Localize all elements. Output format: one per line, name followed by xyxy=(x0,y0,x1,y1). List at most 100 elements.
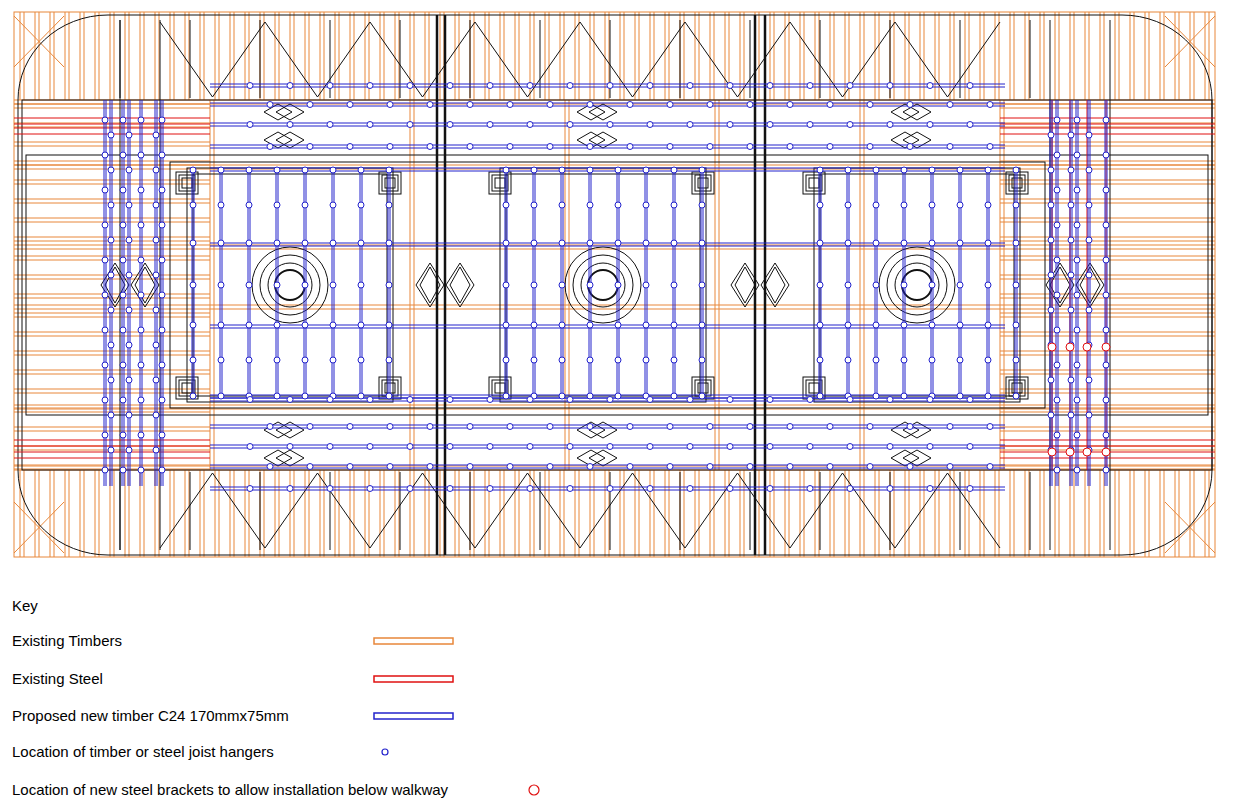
joist-hanger xyxy=(867,102,873,108)
joist-hanger xyxy=(1048,237,1054,243)
member-line xyxy=(1085,470,1086,557)
member-line xyxy=(204,12,205,100)
legend-swatch xyxy=(374,713,453,719)
existing-steel xyxy=(14,100,1215,470)
member-line xyxy=(95,470,96,557)
joist-hanger xyxy=(615,322,621,328)
joist-hanger xyxy=(330,282,336,288)
joist-hanger xyxy=(699,202,705,208)
outline xyxy=(22,100,1212,470)
joist-hanger xyxy=(274,202,280,208)
member-line xyxy=(210,103,1005,104)
joist-hanger xyxy=(327,83,333,89)
member-line xyxy=(740,470,741,557)
joist-hanger xyxy=(929,357,935,363)
ceiling-rose xyxy=(268,263,312,307)
member-line xyxy=(1030,20,1031,98)
joist-hanger xyxy=(817,357,823,363)
joist-hanger xyxy=(531,202,537,208)
member-line xyxy=(1040,12,1041,100)
member-line xyxy=(540,472,541,550)
member-line xyxy=(609,470,610,557)
joist-hanger xyxy=(467,464,473,470)
member-line xyxy=(305,470,306,557)
joist-hanger xyxy=(867,144,873,150)
legend-text: Existing Steel xyxy=(12,670,103,688)
joist-hanger xyxy=(302,357,308,363)
member-line xyxy=(579,470,580,557)
joist-hanger xyxy=(727,444,733,450)
member-line xyxy=(200,470,201,557)
member-line xyxy=(399,470,400,557)
joist-hanger xyxy=(153,447,159,453)
joist-hanger xyxy=(126,272,132,278)
joist-hanger xyxy=(707,464,713,470)
joist-hanger xyxy=(190,322,196,328)
joist-hanger xyxy=(507,144,513,150)
joist-hanger xyxy=(767,83,773,89)
member-line xyxy=(189,12,190,100)
joist-hanger xyxy=(845,240,851,246)
joist-hanger xyxy=(407,444,413,450)
joist-hanger xyxy=(747,144,753,150)
joist-hanger xyxy=(427,144,433,150)
member-line xyxy=(1145,12,1146,100)
member-line xyxy=(99,12,100,100)
joist-hanger xyxy=(687,397,693,403)
member-line xyxy=(264,470,265,557)
joist-hanger xyxy=(1054,397,1060,403)
member-line xyxy=(610,472,611,550)
joist-hanger xyxy=(531,322,537,328)
member-line xyxy=(1130,12,1131,100)
member-line xyxy=(1059,12,1060,100)
joist-hanger xyxy=(643,322,649,328)
joist-hanger xyxy=(847,444,853,450)
joist-hanger xyxy=(817,240,823,246)
member-line xyxy=(39,470,40,557)
joist-hanger xyxy=(1013,240,1019,246)
joist-hanger xyxy=(873,240,879,246)
ceiling-outline xyxy=(18,15,1212,555)
joist-hanger xyxy=(559,167,565,173)
member-line xyxy=(1104,470,1105,557)
joist-hanger xyxy=(957,240,963,246)
joist-hanger xyxy=(1048,132,1054,138)
joist-hanger xyxy=(727,122,733,128)
member-line xyxy=(935,470,936,557)
joist-hanger xyxy=(527,486,533,492)
joist-hanger xyxy=(747,424,753,430)
joist-hanger xyxy=(1074,467,1080,473)
ceiling-rose xyxy=(895,263,939,307)
joist-hanger xyxy=(647,122,653,128)
joist-hanger xyxy=(190,357,196,363)
joist-hanger xyxy=(487,444,493,450)
member-line xyxy=(1190,12,1191,100)
member-line xyxy=(190,472,191,550)
joist-hanger xyxy=(531,167,537,173)
joist-hanger xyxy=(138,432,144,438)
joist-hanger xyxy=(153,342,159,348)
joist-hanger xyxy=(647,83,653,89)
legend-text: Existing Timbers xyxy=(12,632,122,650)
joist-hanger xyxy=(407,486,413,492)
joist-hanger xyxy=(1054,467,1060,473)
joist-hanger xyxy=(985,393,991,399)
member-line xyxy=(1044,12,1045,100)
member-line xyxy=(20,12,21,100)
joist-hanger xyxy=(907,424,913,430)
member-line xyxy=(1145,470,1146,557)
joist-hanger xyxy=(347,424,353,430)
member-line xyxy=(1030,472,1031,550)
joist-hanger xyxy=(1086,377,1092,383)
joist-hanger xyxy=(699,167,705,173)
joist-hanger xyxy=(1048,307,1054,313)
joist-hanger xyxy=(153,167,159,173)
joist-hanger xyxy=(108,377,114,383)
joist-hanger xyxy=(503,282,509,288)
joist-hanger xyxy=(102,467,108,473)
joist-hanger xyxy=(615,393,621,399)
joist-hanger xyxy=(817,322,823,328)
member-line xyxy=(1029,470,1030,557)
joist-hanger xyxy=(1013,282,1019,288)
joist-hanger xyxy=(845,167,851,173)
